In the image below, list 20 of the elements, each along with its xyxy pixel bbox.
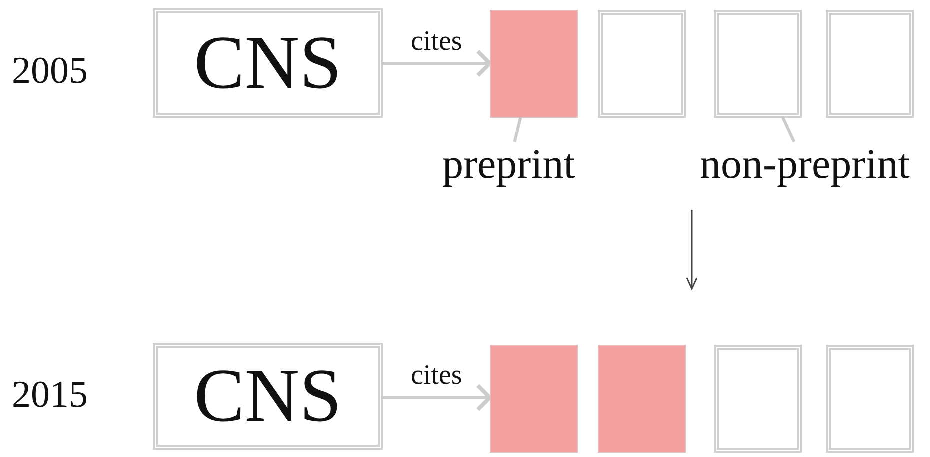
year-label: 2005: [12, 52, 88, 90]
paper-block: [714, 345, 802, 453]
preprint-block: [490, 10, 578, 118]
category-label: preprint: [430, 142, 588, 188]
year-label: 2015: [12, 376, 88, 414]
paper-block: [826, 10, 914, 118]
category-label: non-preprint: [684, 142, 926, 188]
edge-label: cites: [411, 28, 462, 56]
paper-block: [714, 10, 802, 118]
paper-block: [826, 345, 914, 453]
leader-line: [513, 118, 522, 142]
journal-box: CNS: [153, 8, 383, 118]
paper-block: [598, 10, 686, 118]
leader-line: [782, 117, 796, 143]
arrow: [383, 384, 492, 412]
preprint-block: [598, 345, 686, 453]
journal-box: CNS: [153, 343, 383, 450]
edge-label: cites: [411, 362, 462, 390]
arrow: [383, 50, 492, 78]
preprint-block: [490, 345, 578, 453]
